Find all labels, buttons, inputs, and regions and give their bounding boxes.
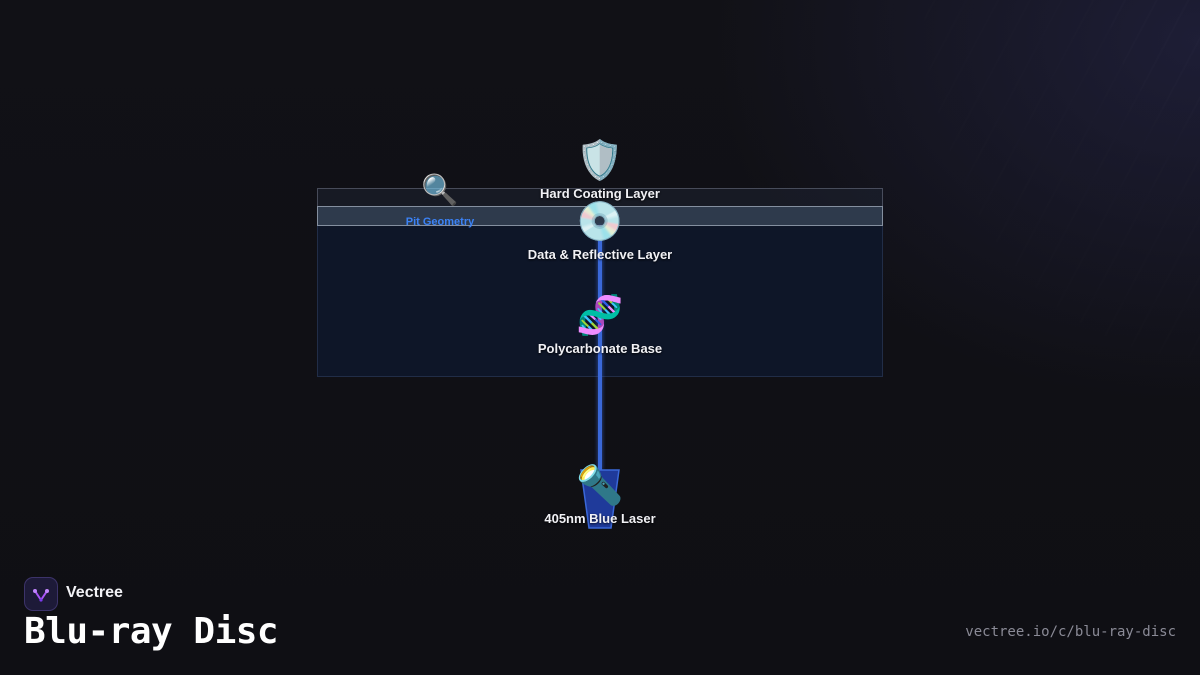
laser-beam (598, 226, 602, 470)
flashlight-icon[interactable]: 🔦 (576, 463, 624, 507)
brand-name: Vectree (66, 584, 123, 601)
dna-icon[interactable]: 🧬 (576, 293, 624, 337)
disc-icon[interactable]: 💿 (576, 199, 624, 243)
shield-icon[interactable]: 🛡️ (576, 138, 624, 182)
data-reflective-layer-band (317, 206, 883, 226)
hard-coating-layer-label: Hard Coating Layer (540, 186, 660, 201)
vectree-logo-mark (33, 589, 49, 602)
vectree-logo-icon[interactable] (24, 577, 58, 611)
blue-laser-label: 405nm Blue Laser (544, 511, 656, 526)
page-url[interactable]: vectree.io/c/blu-ray-disc (965, 624, 1176, 640)
pit-geometry-label: Pit Geometry (405, 216, 475, 228)
data-reflective-layer-label: Data & Reflective Layer (527, 247, 673, 262)
polycarbonate-base-label: Polycarbonate Base (537, 341, 663, 356)
laser-emitter (580, 469, 620, 529)
magnifier-icon[interactable]: 🔍 (421, 173, 459, 208)
page-title: Blu-ray Disc (24, 611, 279, 652)
